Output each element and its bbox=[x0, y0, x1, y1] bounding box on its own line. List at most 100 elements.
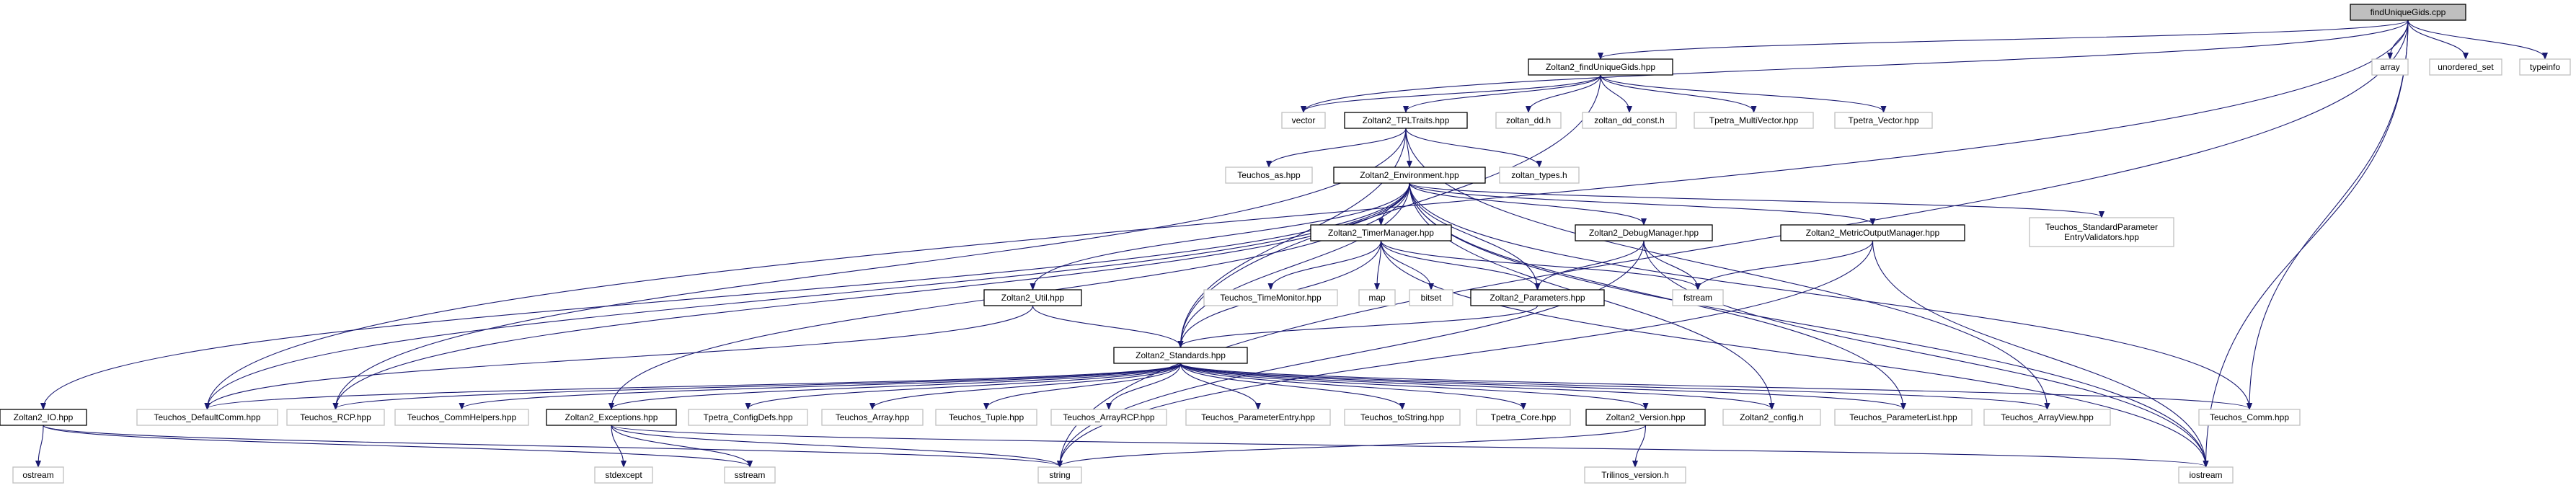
node-rcp: Teuchos_RCP.hpp bbox=[286, 409, 385, 426]
node-box bbox=[1780, 224, 1965, 241]
node-label: Zoltan2_TimerManager.hpp bbox=[1328, 228, 1434, 238]
node-label: Zoltan2_config.h bbox=[1740, 412, 1804, 422]
node-box bbox=[2178, 466, 2234, 484]
node-label: string bbox=[1049, 470, 1070, 480]
node-label: Zoltan2_Exceptions.hpp bbox=[565, 412, 658, 422]
node-dm[interactable]: Zoltan2_DebugManager.hpp bbox=[1575, 224, 1713, 241]
node-box bbox=[2371, 58, 2409, 76]
node-params[interactable]: Zoltan2_Parameters.hpp bbox=[1470, 289, 1605, 306]
node-box bbox=[1983, 409, 2111, 426]
edge-env-to-dm bbox=[1409, 182, 1644, 224]
node-dcomm: Teuchos_DefaultComm.hpp bbox=[136, 409, 278, 426]
edge-stdh-to-tos bbox=[1179, 363, 1403, 409]
node-box bbox=[1185, 409, 1331, 426]
node-io[interactable]: Zoltan2_IO.hpp bbox=[0, 409, 87, 426]
node-box bbox=[821, 409, 924, 426]
node-tm[interactable]: Zoltan2_TimerManager.hpp bbox=[1310, 224, 1452, 241]
node-tarr: Teuchos_Array.hpp bbox=[821, 409, 924, 426]
node-av: Teuchos_ArrayView.hpp bbox=[1983, 409, 2111, 426]
edge-ver-to-string bbox=[1060, 425, 1647, 466]
node-label: Tpetra_ConfigDefs.hpp bbox=[703, 412, 792, 422]
node-box bbox=[1113, 347, 1248, 364]
node-stdh[interactable]: Zoltan2_Standards.hpp bbox=[1113, 347, 1248, 364]
edge-stdh-to-ver bbox=[1179, 363, 1646, 409]
node-trv: Trilinos_version.h bbox=[1584, 466, 1686, 484]
edge-root-to-dcomm bbox=[208, 19, 2409, 409]
node-box bbox=[1333, 167, 1486, 184]
node-label: Teuchos_TimeMonitor.hpp bbox=[1220, 293, 1322, 303]
node-util[interactable]: Zoltan2_Util.hpp bbox=[983, 289, 1082, 306]
edge-mom-to-iostream bbox=[1872, 240, 2206, 466]
node-typeinfo: typeinfo bbox=[2519, 58, 2571, 76]
node-box bbox=[1470, 289, 1605, 306]
node-label: bitset bbox=[1421, 293, 1442, 303]
node-label: Zoltan2_MetricOutputManager.hpp bbox=[1806, 228, 1940, 238]
node-box bbox=[1476, 409, 1571, 426]
node-label: typeinfo bbox=[2530, 62, 2560, 72]
node-label: Zoltan2_Standards.hpp bbox=[1136, 350, 1226, 360]
node-box bbox=[594, 466, 653, 484]
node-unordered_set: unordered_set bbox=[2429, 58, 2502, 76]
node-label: zoltan_types.h bbox=[1511, 170, 1567, 180]
node-label: EntryValidators.hpp bbox=[2064, 232, 2139, 242]
node-stdexcept: stdexcept bbox=[594, 466, 653, 484]
dependency-nodes: findUniqueGids.cppZoltan2_findUniqueGids… bbox=[0, 4, 2571, 484]
node-box bbox=[1203, 289, 1338, 306]
node-label: Teuchos_Array.hpp bbox=[836, 412, 910, 422]
node-label: Zoltan2_Util.hpp bbox=[1001, 293, 1065, 303]
edge-ver-to-trv bbox=[1635, 425, 1647, 466]
node-label: Teuchos_Comm.hpp bbox=[2210, 412, 2289, 422]
edge-stdh-to-cfg bbox=[748, 363, 1182, 409]
node-tpl[interactable]: Zoltan2_TPLTraits.hpp bbox=[1344, 112, 1468, 129]
node-cfg: Tpetra_ConfigDefs.hpp bbox=[688, 409, 808, 426]
edge-env-to-params bbox=[1409, 182, 1538, 289]
node-box bbox=[1225, 167, 1313, 184]
node-root[interactable]: findUniqueGids.cpp bbox=[2350, 4, 2466, 21]
edge-tm-to-map bbox=[1377, 240, 1382, 289]
edge-root-to-iostream bbox=[2206, 19, 2409, 466]
node-label: zoltan_dd.h bbox=[1506, 115, 1551, 125]
edge-util-to-stdh bbox=[1032, 305, 1181, 347]
node-ostream: ostream bbox=[12, 466, 64, 484]
edge-dm-to-fstream bbox=[1643, 240, 1698, 289]
node-zoltan_dd_const: zoltan_dd_const.h bbox=[1582, 112, 1677, 129]
node-box bbox=[724, 466, 776, 484]
node-label: Zoltan2_IO.hpp bbox=[14, 412, 74, 422]
node-mom[interactable]: Zoltan2_MetricOutputManager.hpp bbox=[1780, 224, 1965, 241]
node-bitset: bitset bbox=[1409, 289, 1453, 306]
edge-env-to-mom bbox=[1409, 182, 1873, 224]
node-label: zoltan_dd_const.h bbox=[1594, 115, 1664, 125]
edge-stdh-to-dcomm bbox=[208, 363, 1182, 409]
node-label: sstream bbox=[735, 470, 766, 480]
node-label: Zoltan2_Parameters.hpp bbox=[1490, 293, 1585, 303]
node-box bbox=[1834, 409, 1973, 426]
node-box bbox=[136, 409, 278, 426]
edge-dm-to-iostream bbox=[1643, 240, 2206, 466]
node-env[interactable]: Zoltan2_Environment.hpp bbox=[1333, 167, 1486, 184]
node-arcp: Teuchos_ArrayRCP.hpp bbox=[1050, 409, 1167, 426]
edge-stdh-to-z2cfg bbox=[1179, 363, 1772, 409]
edge-env-to-util bbox=[1033, 182, 1410, 289]
edge-tm-to-fstream bbox=[1380, 240, 1699, 289]
node-box bbox=[1281, 112, 1326, 129]
node-label: Teuchos_RCP.hpp bbox=[300, 412, 371, 422]
edge-root-to-comm bbox=[2249, 19, 2409, 409]
edge-env-to-spev bbox=[1409, 182, 2102, 217]
node-exc[interactable]: Zoltan2_Exceptions.hpp bbox=[546, 409, 677, 426]
node-array: array bbox=[2371, 58, 2409, 76]
edge-root-to-fug bbox=[1601, 19, 2409, 58]
node-box bbox=[1575, 224, 1713, 241]
edge-root-to-unordered_set bbox=[2407, 19, 2466, 58]
node-label: Teuchos_toString.hpp bbox=[1360, 412, 1444, 422]
node-label: ostream bbox=[22, 470, 53, 480]
edge-params-to-stdh bbox=[1181, 305, 1539, 347]
edge-exc-to-sstream bbox=[611, 425, 750, 466]
edge-fug-to-zoltan_dd bbox=[1528, 74, 1601, 112]
node-box bbox=[935, 409, 1037, 426]
node-box bbox=[688, 409, 808, 426]
node-pe: Teuchos_ParameterEntry.hpp bbox=[1185, 409, 1331, 426]
node-box bbox=[1409, 289, 1453, 306]
node-fug[interactable]: Zoltan2_findUniqueGids.hpp bbox=[1528, 58, 1673, 76]
node-pl: Teuchos_ParameterList.hpp bbox=[1834, 409, 1973, 426]
node-ver[interactable]: Zoltan2_Version.hpp bbox=[1585, 409, 1706, 426]
